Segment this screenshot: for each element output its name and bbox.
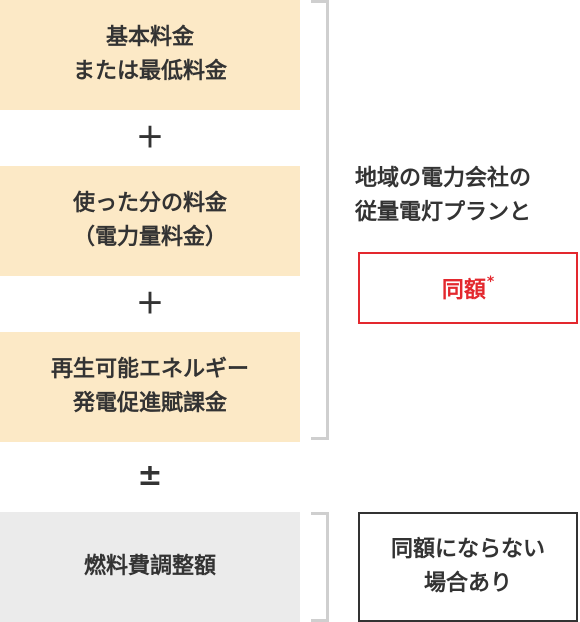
renewable-levy-box: 再生可能エネルギー 発電促進賦課金 — [0, 332, 300, 442]
not-same-line2: 場合あり — [423, 571, 512, 596]
base-fee-line1: 基本料金 — [105, 25, 194, 50]
usage-fee-line1: 使った分の料金 — [72, 191, 227, 216]
renewable-levy-line2: 発電促進賦課金 — [72, 391, 227, 416]
asterisk-mark: * — [486, 274, 495, 290]
fuel-adjustment-box: 燃料費調整額 — [0, 512, 300, 622]
base-fee-box: 基本料金 または最低料金 — [0, 0, 300, 110]
same-amount-box: 同額* — [358, 252, 578, 324]
same-amount-label: 同額 — [441, 278, 486, 303]
bracket-upper — [311, 0, 329, 440]
base-fee-line2: または最低料金 — [72, 59, 227, 84]
plus-minus-sign: ± — [137, 458, 163, 493]
plan-text-line2: 従量電灯プランと — [355, 200, 532, 225]
plan-text-line1: 地域の電力会社の — [355, 166, 532, 191]
usage-fee-box: 使った分の料金 （電力量料金） — [0, 166, 300, 276]
not-same-amount-box: 同額にならない 場合あり — [358, 512, 578, 622]
renewable-levy-line1: 再生可能エネルギー — [50, 357, 249, 382]
plan-comparison-text: 地域の電力会社の 従量電灯プランと — [355, 162, 580, 230]
bracket-lower — [311, 512, 329, 622]
fuel-adjustment-label: 燃料費調整額 — [83, 554, 216, 579]
usage-fee-line2: （電力量料金） — [72, 225, 227, 250]
not-same-line1: 同額にならない — [390, 537, 545, 562]
plus-sign: ＋ — [135, 287, 164, 320]
plus-sign: ＋ — [135, 121, 164, 154]
